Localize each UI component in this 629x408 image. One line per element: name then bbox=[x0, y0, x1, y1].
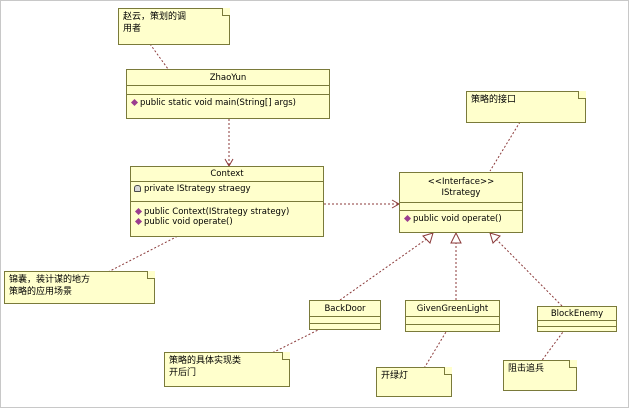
class-givengreenlight-attributes bbox=[406, 317, 499, 325]
class-givengreenlight[interactable]: GivenGreenLight bbox=[405, 300, 500, 332]
class-backdoor-name: BackDoor bbox=[310, 301, 380, 317]
attribute-text: private IStrategy straegy bbox=[144, 184, 251, 194]
blockenemy-note: 阻击追兵 bbox=[503, 360, 577, 391]
strategy-note-text: 策略的接口 bbox=[471, 95, 517, 105]
zhaoyun-note: 赵云，策划的调 用者 bbox=[118, 8, 230, 45]
operation-row: public void operate() bbox=[131, 217, 323, 227]
class-zhaoyun-operations: public static void main(String[] args) bbox=[127, 95, 329, 108]
backdoor-realization-triangle bbox=[422, 232, 434, 244]
folded-corner-icon bbox=[282, 352, 290, 360]
backdoor-realization bbox=[339, 237, 429, 301]
interface-istrategy-header: <<Interface>> IStrategy bbox=[400, 173, 522, 203]
operation-row: public static void main(String[] args) bbox=[127, 98, 329, 108]
interface-istrategy-attributes bbox=[400, 203, 522, 211]
blockenemy-realization bbox=[494, 237, 563, 307]
greenlight-note-text: 开绿灯 bbox=[381, 371, 409, 381]
class-zhaoyun-attributes bbox=[127, 86, 329, 95]
interface-istrategy[interactable]: <<Interface>> IStrategy public void oper… bbox=[399, 172, 523, 233]
folded-corner-icon bbox=[444, 367, 452, 375]
blockenemy-note-link bbox=[539, 331, 564, 364]
operation-row: public Context(IStrategy strategy) bbox=[131, 207, 323, 217]
backdoor-note: 策略的具体实现类 开后门 bbox=[164, 352, 290, 387]
class-blockenemy-attributes bbox=[538, 321, 616, 327]
context-note: 锦囊，装计谋的地方 策略的应用场景 bbox=[4, 271, 155, 304]
class-blockenemy[interactable]: BlockEnemy bbox=[537, 306, 617, 332]
backdoor-note-text: 策略的具体实现类 开后门 bbox=[169, 356, 242, 378]
folded-corner-icon bbox=[222, 8, 230, 16]
blockenemy-realization-triangle bbox=[489, 232, 501, 244]
purple-diamond-icon bbox=[134, 207, 143, 216]
class-zhaoyun[interactable]: ZhaoYun public static void main(String[]… bbox=[126, 69, 330, 119]
interface-stereotype: <<Interface>> bbox=[427, 177, 495, 187]
class-context[interactable]: Context private IStrategy straegy public… bbox=[130, 166, 324, 237]
class-context-operations: public Context(IStrategy strategy) publi… bbox=[131, 202, 323, 227]
attribute-row: private IStrategy straegy bbox=[131, 184, 323, 194]
blockenemy-note-text: 阻击追兵 bbox=[508, 364, 545, 374]
class-blockenemy-name: BlockEnemy bbox=[538, 307, 616, 321]
interface-istrategy-operations: public void operate() bbox=[400, 211, 522, 224]
context-note-link bbox=[107, 235, 179, 273]
zhaoyun-note-text: 赵云，策划的调 用者 bbox=[123, 12, 187, 34]
purple-diamond-icon bbox=[130, 98, 139, 107]
operation-text: public void operate() bbox=[413, 214, 502, 224]
operation-row: public void operate() bbox=[400, 214, 522, 224]
folded-corner-icon bbox=[147, 271, 155, 279]
purple-diamond-icon bbox=[403, 214, 412, 223]
class-backdoor-attributes bbox=[310, 317, 380, 324]
folded-corner-icon bbox=[578, 91, 586, 99]
operation-text: public Context(IStrategy strategy) bbox=[144, 207, 290, 217]
class-givengreenlight-name: GivenGreenLight bbox=[406, 301, 499, 317]
backdoor-note-link bbox=[261, 329, 319, 359]
operation-text: public static void main(String[] args) bbox=[140, 98, 296, 108]
class-context-attributes: private IStrategy straegy bbox=[131, 182, 323, 202]
operation-text: public void operate() bbox=[144, 217, 233, 227]
class-backdoor[interactable]: BackDoor bbox=[309, 300, 381, 330]
strategy-note-link bbox=[489, 121, 521, 172]
greenlight-realization-triangle bbox=[450, 231, 462, 244]
purple-diamond-icon bbox=[134, 217, 143, 226]
lock-icon bbox=[134, 185, 141, 192]
class-context-name: Context bbox=[131, 167, 323, 182]
class-zhaoyun-name: ZhaoYun bbox=[127, 70, 329, 86]
context-note-text: 锦囊，装计谋的地方 策略的应用场景 bbox=[9, 275, 91, 297]
greenlight-note: 开绿灯 bbox=[376, 367, 452, 397]
strategy-note: 策略的接口 bbox=[466, 91, 586, 123]
interface-istrategy-name: IStrategy bbox=[441, 188, 481, 198]
folded-corner-icon bbox=[569, 360, 577, 368]
zhaoyun-note-link bbox=[149, 43, 169, 70]
